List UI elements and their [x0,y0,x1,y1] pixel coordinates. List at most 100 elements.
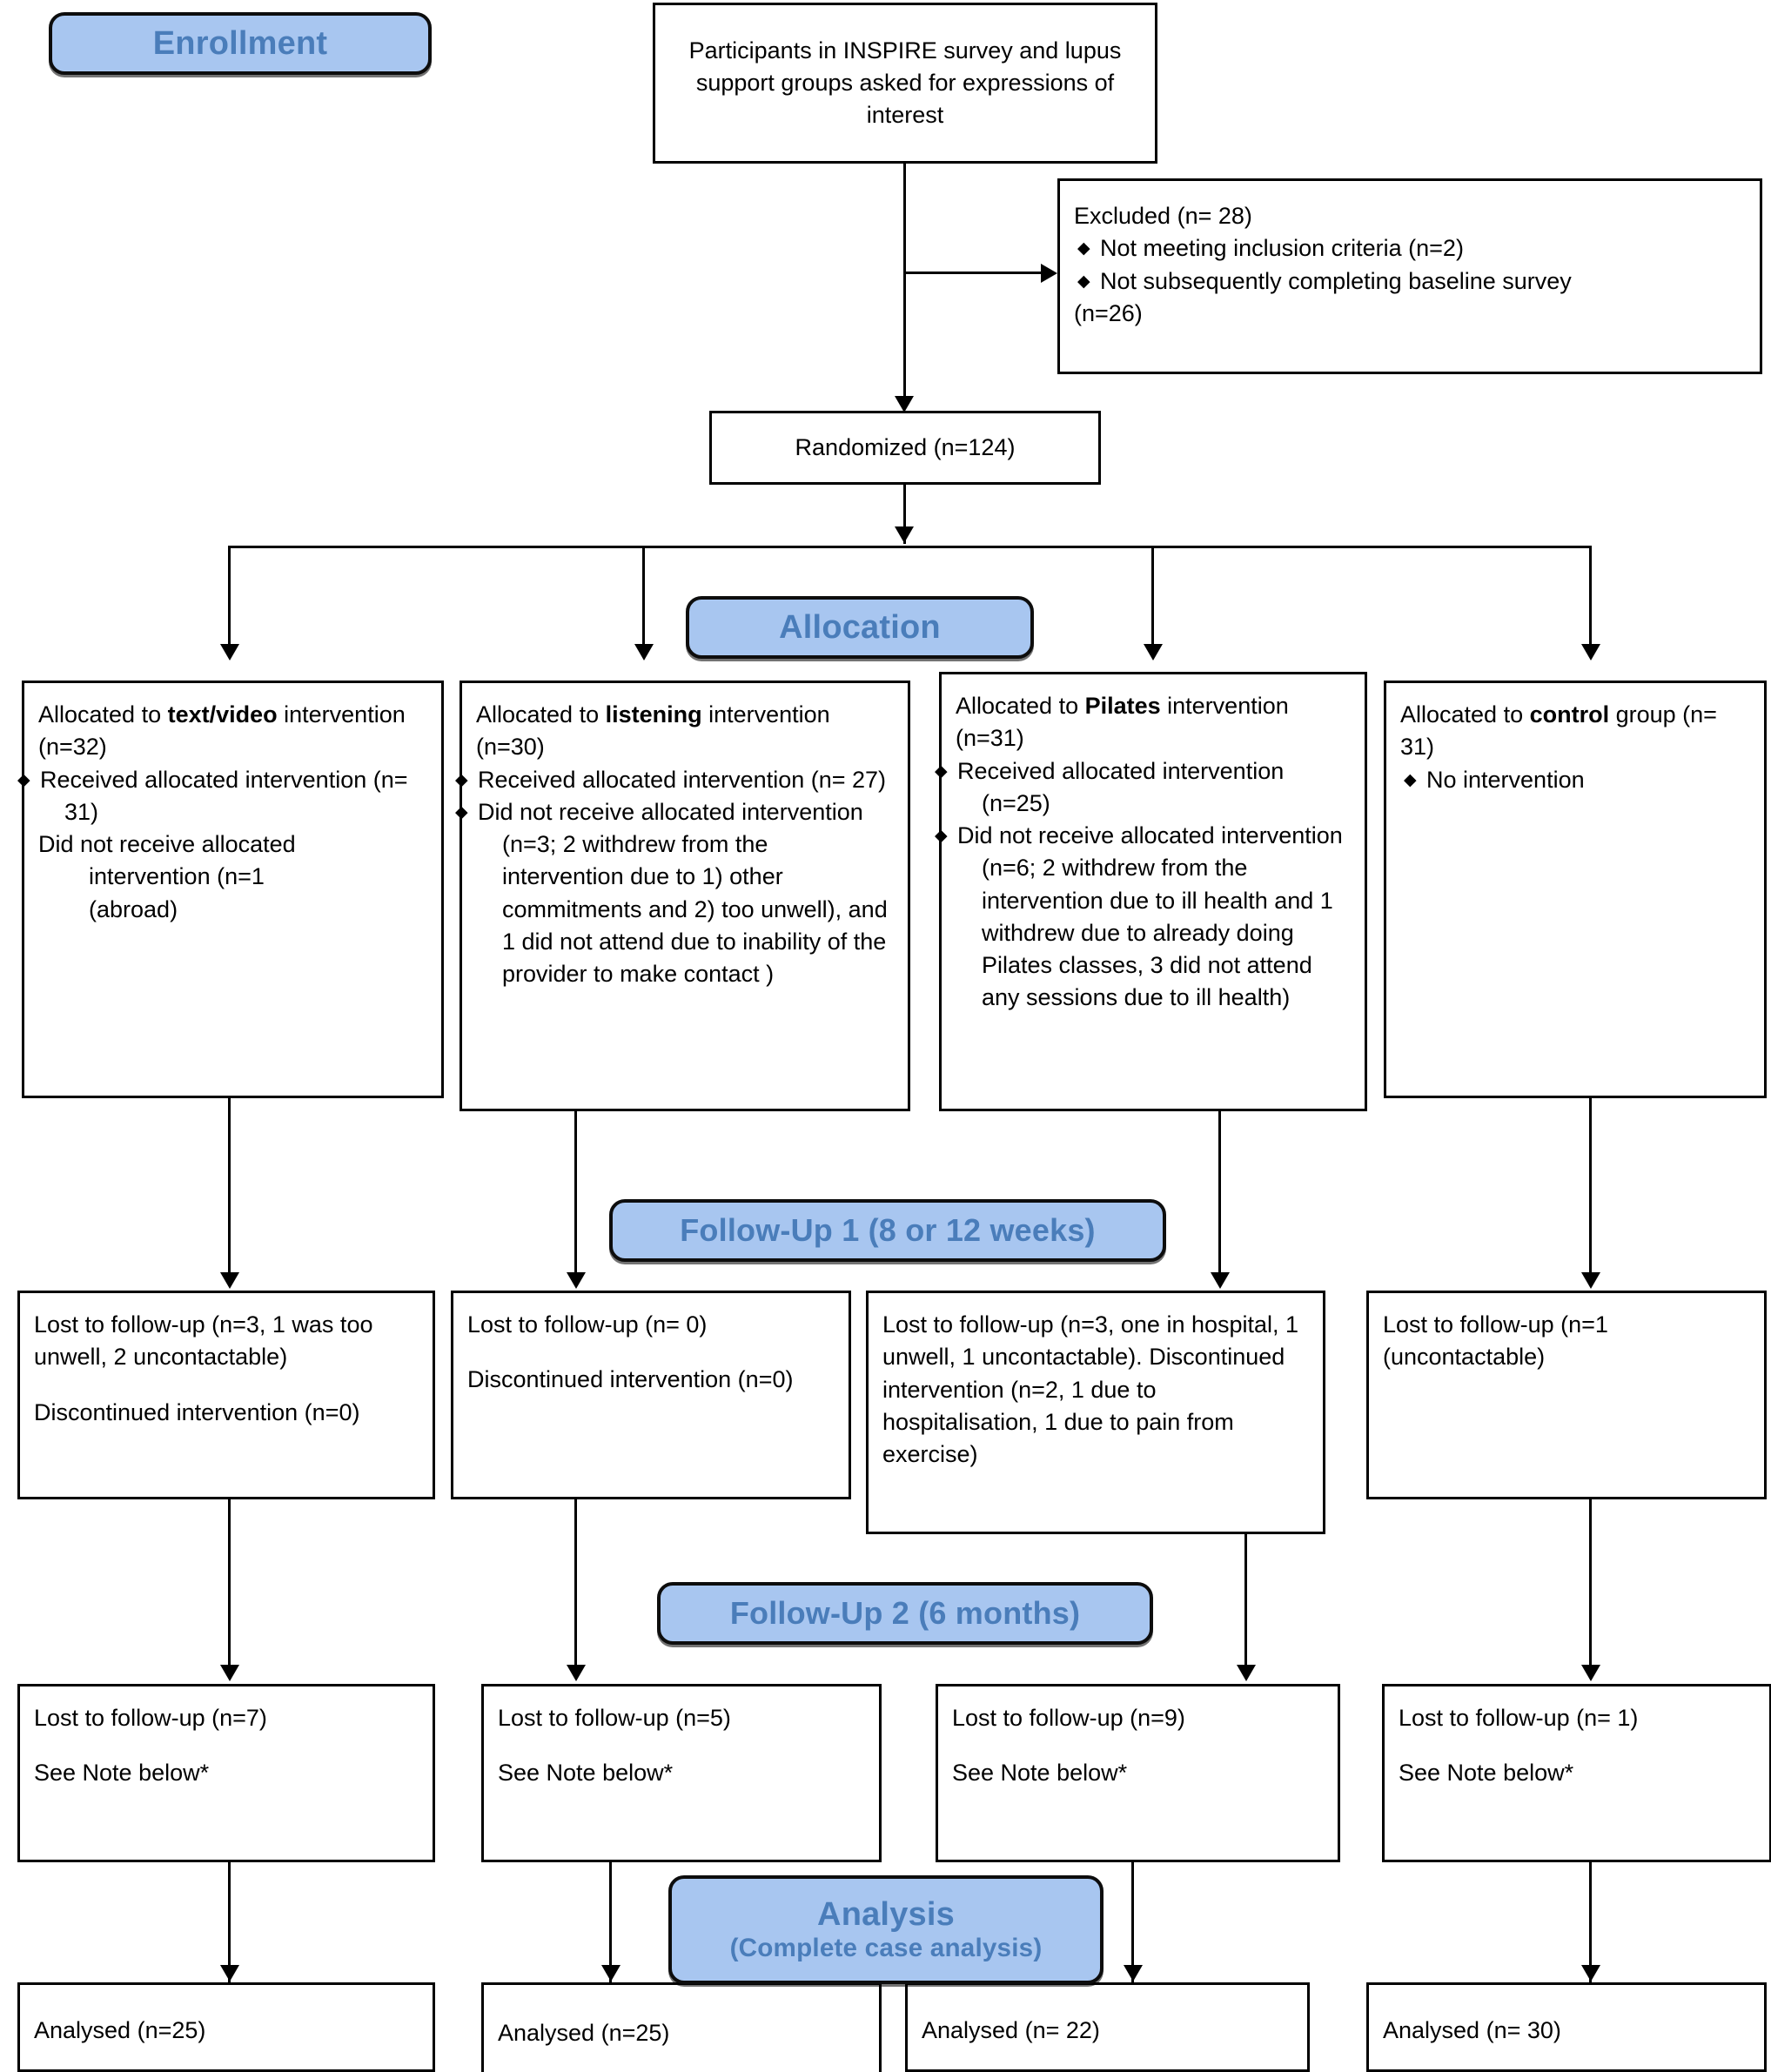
randomized-text: Randomized (n=124) [795,433,1016,460]
allocation-lead-bold: listening [605,701,702,728]
allocation-bullets-3: Received allocated intervention (n=25) D… [956,755,1351,1015]
banner-followup-1: Follow-Up 1 (8 or 12 weeks) [609,1199,1166,1262]
fu1-line2: Discontinued intervention (n=0) [34,1398,360,1425]
arrow-alloc-1 [220,644,239,660]
recruitment-text: Participants in INSPIRE survey and lupus… [688,37,1122,129]
fu2-line2: See Note below* [34,1760,210,1787]
arrow-analysis-3 [1124,1965,1143,1981]
allocation-lead-suffix: intervention (n=32) [38,701,406,761]
connector-alloc4-fu1 [1589,1098,1592,1285]
analysed-text: Analysed (n= 30) [1383,2016,1561,2043]
arrow-fu1-3 [1211,1272,1230,1289]
fu2-line1: Lost to follow-up (n=9) [952,1705,1185,1731]
arrow-fu1-1 [220,1272,239,1289]
allocation-lead-suffix: intervention (n=31) [956,693,1289,752]
arrow-fu1-2 [567,1272,586,1289]
box-followup1-control: Lost to follow-up (n=1 (uncontactable) [1366,1291,1767,1499]
spacer [1399,1734,1755,1757]
allocation-plain-1-2: (abroad) [89,895,178,922]
arrow-analysis-4 [1581,1965,1600,1981]
fu1-line1: Lost to follow-up (n=3, one in hospital,… [882,1311,1299,1467]
allocation-bullets-2: Received allocated intervention (n= 27) … [476,764,894,991]
fu2-line2: See Note below* [952,1760,1128,1787]
connector-random-down [903,485,906,544]
connector-fu1-fu2-1 [228,1499,231,1678]
arrow-fu2-4 [1581,1665,1600,1681]
banner-enrollment: Enrollment [49,12,432,75]
arrow-fu2-3 [1237,1665,1256,1681]
allocation-bus [228,546,1592,548]
connector-fu1-fu2-4 [1589,1499,1592,1678]
excluded-tail: (n=26) [1074,299,1143,326]
arrow-alloc-4 [1581,644,1600,660]
spacer [498,1734,865,1757]
fu2-line1: Lost to follow-up (n=5) [498,1705,731,1731]
banner-analysis-subtitle: (Complete case analysis) [729,1934,1043,1963]
box-followup1-pilates: Lost to follow-up (n=3, one in hospital,… [866,1291,1325,1534]
fu1-line1: Lost to follow-up (n= 0) [467,1311,708,1338]
excluded-bullet-list: Not meeting inclusion criteria (n=2) Not… [1074,232,1746,298]
connector-to-excluded [903,272,1051,274]
allocation-lead-suffix: group (n= 31) [1400,701,1717,761]
box-excluded: Excluded (n= 28) Not meeting inclusion c… [1057,178,1762,374]
allocation-bullets-1: Received allocated intervention (n= 31) [38,764,427,829]
banner-analysis-title: Analysis [817,1895,955,1933]
banner-followup-2-label: Follow-Up 2 (6 months) [729,1595,1081,1631]
box-allocation-textvideo: Allocated to text/video intervention (n=… [22,681,444,1098]
arrow-analysis-2 [601,1965,621,1981]
box-analysed-control: Analysed (n= 30) [1366,1982,1767,2072]
list-item: Received allocated intervention (n= 31) [38,764,427,829]
box-allocation-listening: Allocated to listening intervention (n=3… [460,681,910,1111]
fu1-line2: Discontinued intervention (n=0) [467,1366,794,1393]
list-item: Did not receive allocated intervention (… [956,820,1351,1015]
list-item: Did not receive allocated intervention (… [476,796,894,991]
analysed-text: Analysed (n=25) [498,2020,670,2047]
allocation-plain-1-0: Did not receive allocated [38,831,296,857]
box-followup2-listening: Lost to follow-up (n=5) See Note below* [481,1684,882,1862]
allocation-lead-2: Allocated to listening intervention (n=3… [476,699,894,764]
connector-alloc2-fu1 [574,1111,577,1285]
list-item: Not subsequently completing baseline sur… [1074,265,1746,298]
list-item: Received allocated intervention (n=25) [956,755,1351,821]
list-item: Received allocated intervention (n= 27) [476,764,894,796]
box-followup2-control: Lost to follow-up (n= 1) See Note below* [1382,1684,1771,1862]
box-followup1-textvideo: Lost to follow-up (n=3, 1 was too unwell… [17,1291,435,1499]
excluded-header: Excluded (n= 28) [1074,203,1252,229]
allocation-lead-bold: control [1529,701,1610,728]
fu1-line1: Lost to follow-up (n=1 (uncontactable) [1383,1311,1608,1371]
arrow-to-excluded [1041,264,1057,283]
arrow-fu2-1 [220,1665,239,1681]
connector-fu1-fu2-3 [1244,1534,1247,1678]
box-recruitment: Participants in INSPIRE survey and lupus… [653,3,1157,164]
fu2-line2: See Note below* [498,1760,674,1787]
allocation-lead-1: Allocated to text/video intervention (n=… [38,699,427,764]
arrow-alloc-3 [1144,644,1163,660]
fu1-line1: Lost to follow-up (n=3, 1 was too unwell… [34,1311,373,1371]
allocation-lead-bold: text/video [167,701,278,728]
arrow-analysis-1 [220,1965,239,1981]
fu2-line1: Lost to follow-up (n= 1) [1399,1705,1639,1731]
box-analysed-textvideo: Analysed (n=25) [17,1982,435,2072]
allocation-plain-1-1: intervention (n=1 [89,863,265,890]
connector-fu2-an-4 [1589,1862,1592,1984]
allocation-lead-3: Allocated to Pilates intervention (n=31) [956,690,1351,755]
allocation-bullets-4: No intervention [1400,764,1750,796]
banner-allocation: Allocation [686,596,1034,659]
fu2-line1: Lost to follow-up (n=7) [34,1705,267,1731]
box-followup1-listening: Lost to follow-up (n= 0) Discontinued in… [451,1291,851,1499]
box-allocation-control: Allocated to control group (n= 31) No in… [1384,681,1767,1098]
spacer [34,1374,419,1397]
connector-fu2-an-3 [1131,1862,1134,1984]
allocation-lead-prefix: Allocated to [956,693,1085,719]
banner-followup-1-label: Follow-Up 1 (8 or 12 weeks) [680,1212,1096,1248]
connector-alloc3-fu1 [1218,1111,1221,1285]
arrow-fu2-2 [567,1665,586,1681]
connector-recruit-to-random [903,164,906,407]
arrow-fu1-4 [1581,1272,1600,1289]
banner-allocation-label: Allocation [779,608,941,646]
spacer [34,1734,419,1757]
arrow-random-to-bus [895,526,914,543]
spacer [952,1734,1324,1757]
box-allocation-pilates: Allocated to Pilates intervention (n=31)… [939,672,1367,1111]
